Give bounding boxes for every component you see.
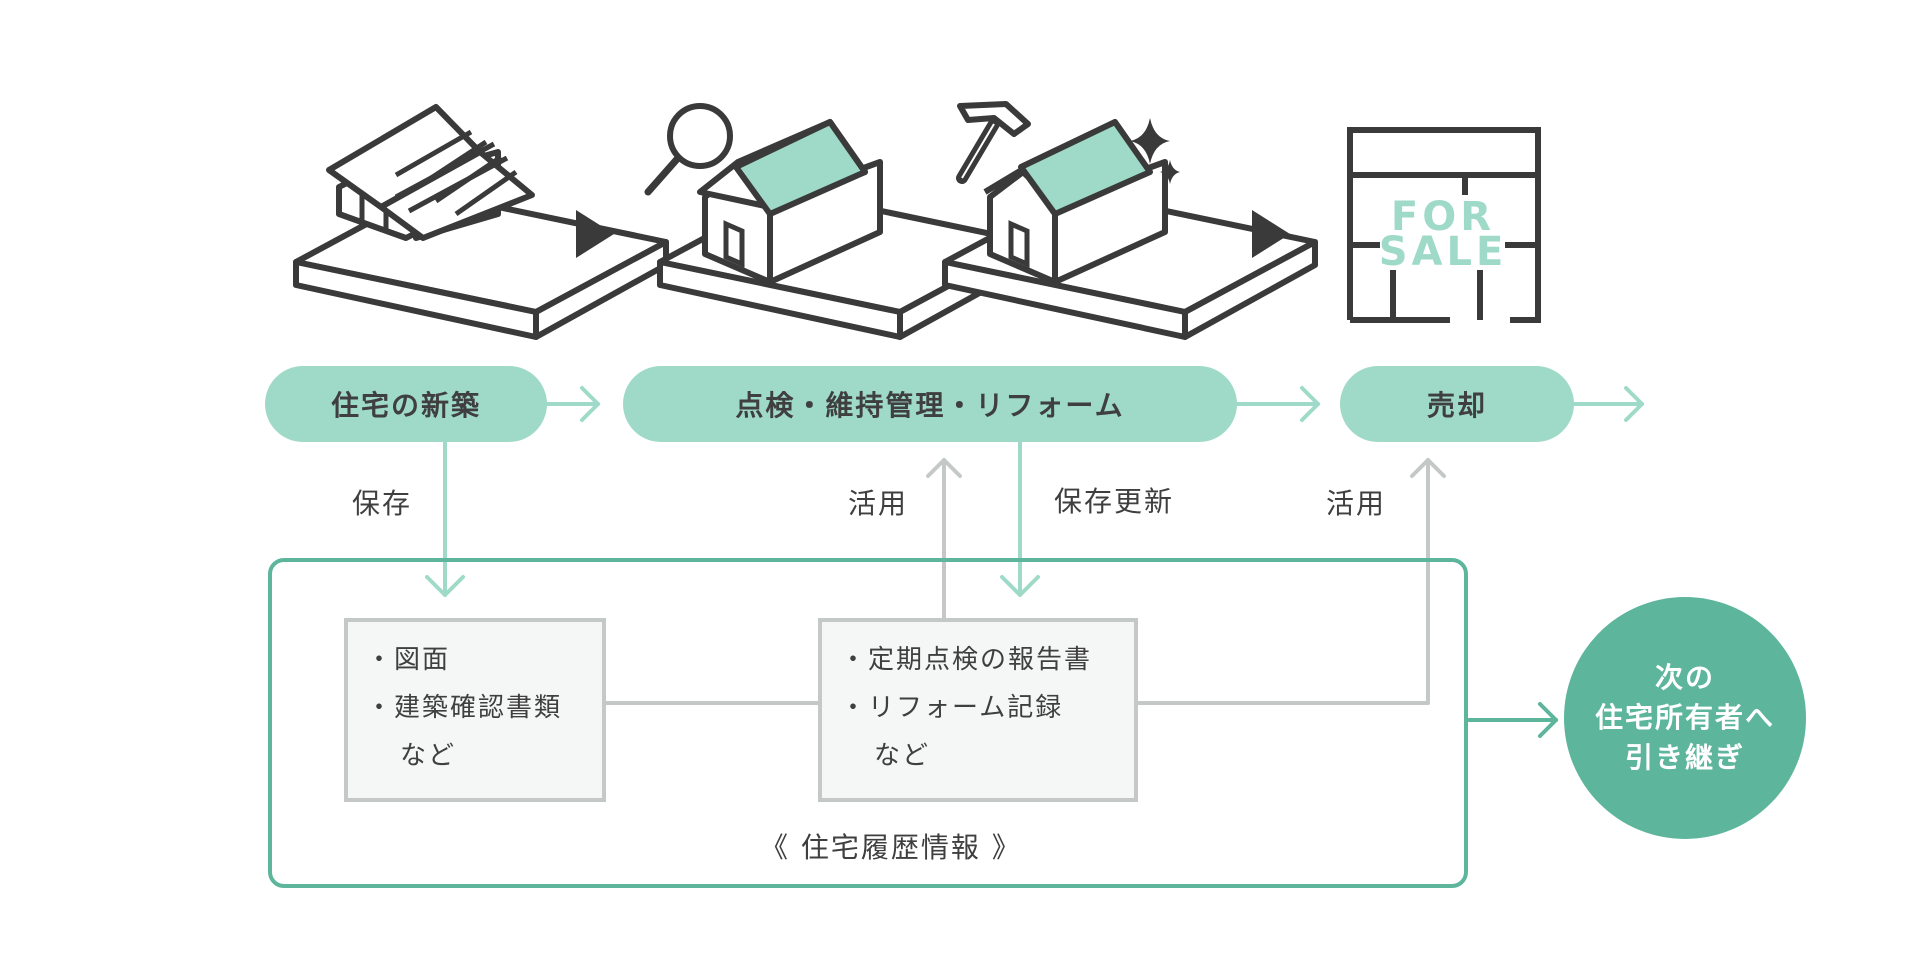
house-inspection-icon bbox=[660, 119, 1030, 337]
label-use-1: 活用 bbox=[848, 487, 909, 520]
records-left-line2: ・建築確認書類 bbox=[366, 693, 563, 723]
house-frame-icon bbox=[296, 104, 666, 337]
next-owner-circle: 次の 住宅所有者へ 引き継ぎ bbox=[1564, 597, 1806, 839]
next-owner-line1: 次の bbox=[1654, 661, 1715, 694]
next-owner-line2: 住宅所有者へ bbox=[1594, 701, 1775, 734]
flow-arrows bbox=[425, 386, 1644, 597]
records-left-line1: ・図面 bbox=[366, 645, 451, 675]
hammer-icon bbox=[956, 101, 1031, 184]
sparkle-icon bbox=[1130, 118, 1180, 184]
records-left-line3: など bbox=[400, 741, 457, 771]
records-right-line2: ・リフォーム記録 bbox=[840, 693, 1064, 723]
stage-new-build: 住宅の新築 bbox=[265, 366, 547, 442]
records-right-line1: ・定期点検の報告書 bbox=[840, 645, 1093, 675]
label-save: 保存 bbox=[352, 487, 413, 520]
flow-triangle-icon bbox=[576, 210, 614, 258]
magnifier-icon bbox=[644, 103, 733, 196]
for-sale-text-top: FOR bbox=[1391, 194, 1495, 240]
for-sale-text-bottom: SALE bbox=[1379, 229, 1508, 275]
records-right-line3: など bbox=[874, 741, 931, 771]
for-sale-floorplan-icon: FOR SALE bbox=[1347, 127, 1541, 323]
next-owner-line3: 引き継ぎ bbox=[1624, 741, 1745, 774]
stage-maintenance: 点検・維持管理・リフォーム bbox=[623, 366, 1237, 442]
handover-arrow bbox=[1466, 702, 1558, 738]
label-use-2: 活用 bbox=[1326, 487, 1387, 520]
history-frame bbox=[268, 558, 1468, 888]
house-repaired-icon bbox=[945, 119, 1315, 337]
records-box-left: ・図面 ・建築確認書類 など bbox=[344, 618, 606, 802]
history-caption: 《 住宅履歴情報 》 bbox=[760, 831, 1022, 864]
flow-triangle-icon bbox=[1252, 210, 1290, 258]
label-save-update: 保存更新 bbox=[1054, 485, 1175, 518]
records-box-right: ・定期点検の報告書 ・リフォーム記録 など bbox=[818, 618, 1138, 802]
stage-sale: 売却 bbox=[1340, 366, 1574, 442]
use-arrows bbox=[603, 458, 1446, 705]
